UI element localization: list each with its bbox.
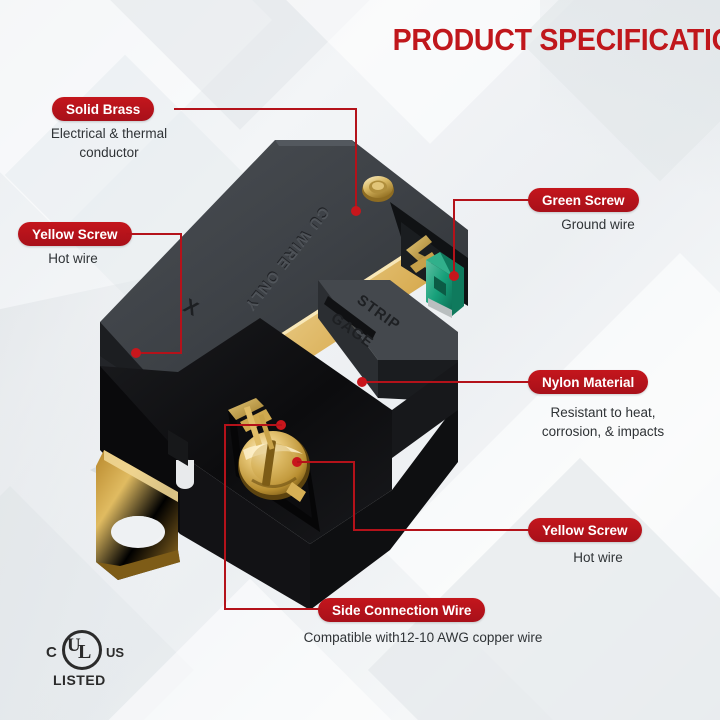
ul-circle-icon — [62, 630, 102, 670]
ul-listed-label: LISTED — [53, 672, 106, 688]
ul-l-letter: L — [78, 641, 92, 663]
callout-desc-solid-brass: Electrical & thermal conductor — [50, 126, 168, 160]
callout-label-side-connection-wire[interactable]: Side Connection Wire — [318, 598, 486, 622]
page-title: PRODUCT SPECIFICATIONS — [392, 22, 720, 57]
callout-dot-green-screw — [449, 271, 459, 281]
callout-label-nylon-material[interactable]: Nylon Material — [528, 370, 649, 394]
callout-line-side-connection-wire — [224, 608, 322, 610]
ul-listed-mark: C U L US LISTED — [34, 630, 144, 692]
callout-label-yellow-screw-top[interactable]: Yellow Screw — [18, 222, 132, 246]
callout-desc-nylon-material: Resistant to heat, corrosion, & impacts — [541, 405, 665, 439]
callout-line-yellow-screw-top — [126, 233, 182, 235]
callout-line-solid-brass — [174, 108, 356, 110]
product-image-receptacle: CU WIRE ONLY CU WIRE ONLY X Y — [90, 140, 468, 610]
callout-desc-yellow-screw-top: Hot wire — [48, 251, 98, 266]
callout-line-solid-brass — [355, 108, 357, 210]
callout-label-green-screw[interactable]: Green Screw — [528, 188, 639, 212]
ul-c-label: C — [46, 644, 57, 661]
ul-us-label: US — [106, 645, 125, 660]
callout-line-side-connection-wire — [224, 424, 226, 610]
callout-desc-green-screw: Ground wire — [561, 217, 635, 232]
green-ground-terminal — [390, 202, 468, 318]
callout-desc-yellow-screw-bottom: Hot wire — [573, 550, 623, 565]
callout-line-yellow-screw-bottom — [353, 462, 355, 531]
callout-line-yellow-screw-bottom — [353, 529, 531, 531]
callout-desc-side-connection-wire: Compatible with12-10 AWG copper wire — [303, 630, 543, 645]
side-connection-contacts — [228, 398, 306, 502]
callout-line-yellow-screw-top — [180, 233, 182, 354]
callout-label-yellow-screw-bottom[interactable]: Yellow Screw — [528, 518, 642, 542]
background-shade — [540, 0, 720, 220]
callout-line-green-screw — [453, 199, 455, 275]
brass-terminal-screw-center — [238, 431, 310, 500]
callout-line-green-screw — [453, 199, 530, 201]
callout-dot-solid-brass — [351, 206, 361, 216]
brass-screw-top — [362, 176, 394, 202]
callout-label-solid-brass[interactable]: Solid Brass — [52, 97, 155, 121]
callout-dot-yellow-screw-top — [131, 348, 141, 358]
ul-u-letter: U — [67, 635, 81, 656]
callout-line-nylon-material — [363, 381, 531, 383]
callout-dot-nylon-material — [357, 377, 367, 387]
callout-line-side-connection-wire — [224, 424, 282, 426]
mounting-strap — [96, 430, 194, 580]
callout-line-yellow-screw-bottom — [297, 461, 355, 463]
callout-line-yellow-screw-top — [136, 352, 182, 354]
